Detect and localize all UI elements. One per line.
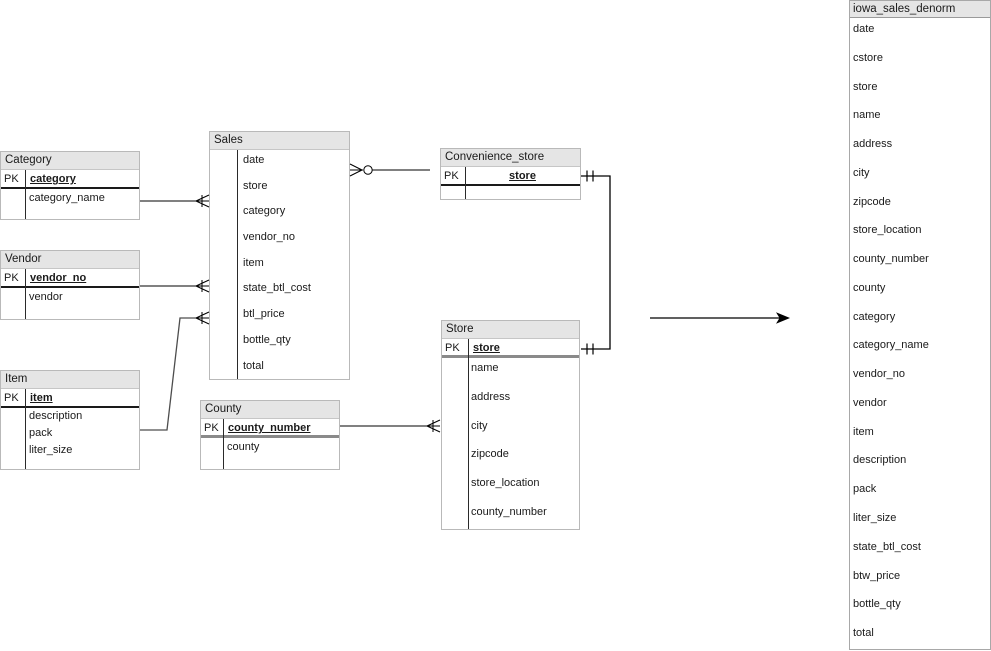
field-row: city — [853, 166, 870, 179]
field-row: city — [471, 419, 488, 432]
entity-sales-title: Sales — [210, 132, 349, 150]
entity-item[interactable]: Item PK item description pack liter_size — [0, 370, 140, 470]
field-row: total — [853, 627, 874, 640]
field-row: vendor — [29, 291, 63, 303]
pk-divider — [25, 170, 26, 219]
field-row: bottle_qty — [243, 333, 291, 346]
field-row: county_number — [471, 505, 547, 518]
entity-convenience-store[interactable]: Convenience_store PK store — [440, 148, 581, 200]
field-row: store — [243, 179, 268, 192]
field-row: pack — [29, 427, 53, 439]
pk-divider — [465, 167, 466, 199]
entity-county-pk-row: PK county_number — [201, 419, 339, 438]
edge-category-sales — [140, 194, 210, 208]
pk-label: PK — [204, 422, 219, 434]
entity-iowa-sales-denorm-title: iowa_sales_denorm — [850, 1, 990, 18]
field-row: bottle_qty — [853, 598, 901, 611]
pk-field: item — [30, 392, 53, 404]
entity-category-pk-row: PK category — [1, 170, 139, 189]
field-row: county — [853, 281, 886, 294]
pk-divider — [25, 269, 26, 319]
entity-iowa-sales-denorm-fields: date cstore store name address city zipc… — [850, 18, 990, 651]
pk-field: vendor_no — [30, 272, 87, 284]
field-row: store_location — [853, 224, 922, 237]
entity-store-pk-row: PK store — [442, 339, 579, 358]
pk-label: PK — [4, 272, 19, 284]
pk-label: PK — [4, 173, 19, 185]
field-row: address — [853, 138, 893, 151]
pk-label: PK — [4, 392, 19, 404]
entity-county-fields: county — [201, 438, 339, 456]
entity-sales-fields: date store category vendor_no item state… — [210, 150, 349, 381]
entity-sales[interactable]: Sales date store category vendor_no item… — [209, 131, 350, 380]
field-row: vendor_no — [853, 368, 905, 381]
pk-label: PK — [445, 342, 460, 354]
field-row: zipcode — [853, 195, 891, 208]
field-row: category — [853, 310, 896, 323]
denormalize-arrow — [650, 312, 790, 324]
pk-label: PK — [444, 170, 459, 182]
entity-convenience-store-title: Convenience_store — [441, 149, 580, 167]
field-row: zipcode — [471, 448, 509, 461]
entity-item-title: Item — [1, 371, 139, 389]
edge-convenience-store-store — [581, 170, 611, 355]
edge-sales-convenience-store — [349, 163, 430, 177]
field-row: btl_price — [243, 308, 285, 321]
field-row: address — [471, 390, 511, 403]
field-row: name — [853, 109, 881, 122]
edge-vendor-sales — [140, 279, 210, 293]
pk-divider — [25, 389, 26, 469]
field-row: date — [243, 154, 265, 166]
field-row: total — [243, 359, 264, 372]
entity-vendor[interactable]: Vendor PK vendor_no vendor — [0, 250, 140, 320]
field-row: category_name — [29, 192, 105, 204]
pk-divider — [223, 419, 224, 469]
field-row: item — [243, 256, 264, 269]
pk-divider — [468, 339, 469, 529]
field-row: state_btl_cost — [853, 540, 921, 553]
field-row: description — [853, 454, 907, 467]
field-row: cstore — [853, 51, 883, 64]
field-row: category — [243, 205, 286, 218]
entity-store[interactable]: Store PK store name address city zipcode… — [441, 320, 580, 530]
entity-category-title: Category — [1, 152, 139, 170]
entity-item-fields: description pack liter_size — [1, 408, 139, 459]
entity-category[interactable]: Category PK category category_name — [0, 151, 140, 220]
field-row: btw_price — [853, 569, 901, 582]
entity-item-pk-row: PK item — [1, 389, 139, 408]
pk-field: store — [509, 170, 536, 182]
field-row: pack — [853, 483, 877, 496]
field-row: vendor — [853, 396, 887, 409]
field-row: name — [471, 362, 499, 374]
entity-category-fields: category_name — [1, 189, 139, 207]
field-row: store_location — [471, 477, 540, 490]
entity-store-fields: name address city zipcode store_location… — [442, 358, 579, 531]
field-row: county — [227, 441, 260, 453]
pk-field: category — [30, 173, 76, 185]
field-row: category_name — [853, 339, 929, 352]
field-row: store — [853, 80, 878, 93]
field-row: description — [29, 410, 83, 422]
entity-iowa-sales-denorm[interactable]: iowa_sales_denorm date cstore store name… — [849, 0, 991, 650]
entity-convenience-store-pk-row: PK store — [441, 167, 580, 186]
field-row: county_number — [853, 253, 929, 266]
field-row: item — [853, 425, 874, 438]
field-row: liter_size — [29, 444, 73, 456]
pk-field: store — [473, 342, 500, 354]
field-row: state_btl_cost — [243, 282, 311, 295]
pk-field: county_number — [228, 422, 311, 434]
field-row: liter_size — [853, 512, 897, 525]
entity-vendor-pk-row: PK vendor_no — [1, 269, 139, 288]
edge-item-sales — [140, 311, 210, 431]
entity-store-title: Store — [442, 321, 579, 339]
entity-vendor-title: Vendor — [1, 251, 139, 269]
entity-county-title: County — [201, 401, 339, 419]
entity-county[interactable]: County PK county_number county — [200, 400, 340, 470]
field-row: vendor_no — [243, 231, 295, 244]
pk-divider — [237, 150, 238, 379]
edge-county-store — [340, 419, 441, 433]
entity-vendor-fields: vendor — [1, 288, 139, 306]
field-row: date — [853, 23, 875, 35]
